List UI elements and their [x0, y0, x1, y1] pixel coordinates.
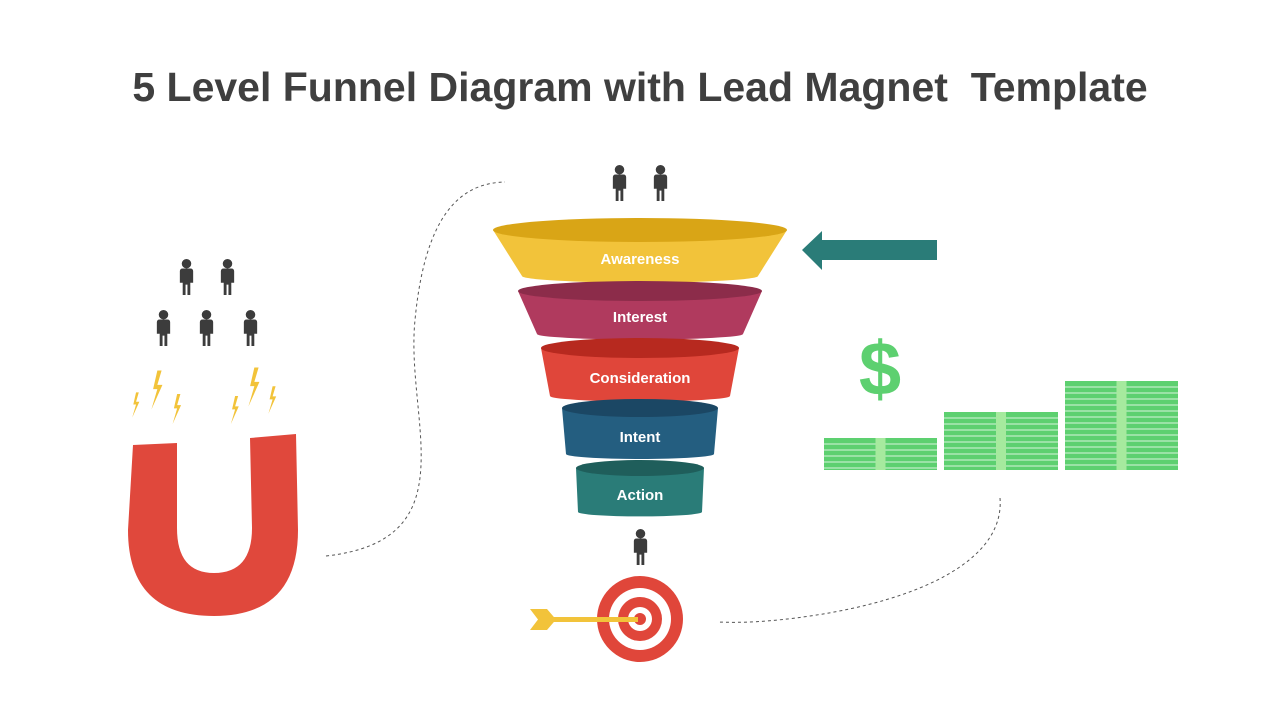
person-icon	[220, 258, 235, 296]
lightning-icon	[132, 392, 140, 418]
lightning-icon	[268, 386, 277, 414]
slide-title: 5 Level Funnel Diagram with Lead Magnet …	[132, 64, 1148, 110]
funnel-label: Intent	[620, 429, 661, 446]
people-group-funnel-top	[612, 164, 668, 202]
funnel-label: Consideration	[590, 370, 691, 387]
person-icon	[156, 309, 171, 347]
funnel-label: Interest	[613, 309, 667, 326]
dollar-sign-icon: $	[859, 327, 901, 412]
person-icon	[243, 309, 258, 347]
lightning-group	[132, 367, 277, 424]
money-stack-icon	[824, 438, 937, 470]
person-icon	[199, 309, 214, 347]
person-icon	[653, 164, 668, 202]
funnel-level-consideration: Consideration	[541, 338, 739, 402]
lightning-icon	[172, 394, 182, 424]
person-icon	[612, 164, 627, 202]
person-icon	[179, 258, 194, 296]
dashed-connectors	[325, 181, 1001, 623]
funnel-level-interest: Interest	[518, 281, 762, 340]
funnel-level-intent: Intent	[562, 399, 718, 459]
money-stack-icon	[944, 412, 1058, 470]
connector-magnet-funnel	[325, 181, 506, 557]
dart-icon	[530, 609, 638, 630]
funnel-label: Action	[617, 487, 664, 504]
arrow-left-icon	[802, 231, 937, 270]
funnel-level-awareness: Awareness	[493, 218, 787, 283]
lightning-icon	[248, 367, 260, 407]
money-stacks	[824, 381, 1178, 470]
connector-money-target	[717, 497, 1001, 623]
funnel-label: Awareness	[601, 251, 680, 268]
money-stack-icon	[1065, 381, 1178, 470]
lightning-icon	[230, 396, 239, 424]
people-group-magnet	[156, 258, 258, 347]
magnet-icon	[128, 434, 298, 616]
lightning-icon	[151, 370, 163, 410]
target-icon	[597, 576, 683, 662]
person-icon	[633, 528, 648, 566]
funnel: AwarenessInterestConsiderationIntentActi…	[493, 218, 787, 517]
funnel-level-action: Action	[576, 460, 704, 517]
